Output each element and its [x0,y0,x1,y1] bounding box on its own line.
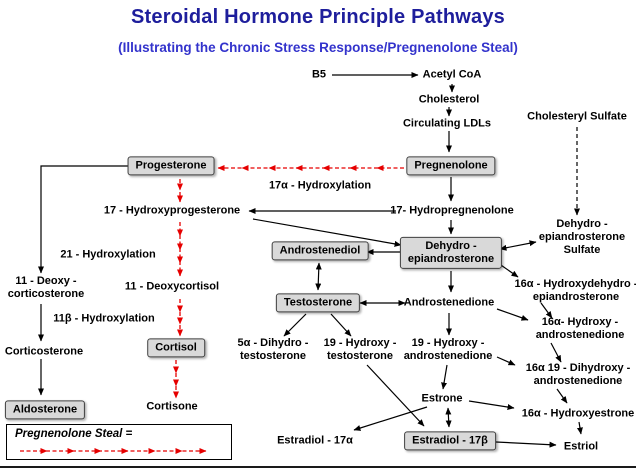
node-acetyl-coa: Acetyl CoA [422,68,482,81]
arrow-19oht-estradiol17b [366,364,425,427]
arrow-testosterone-5adht [283,313,307,337]
node-19-hydroxy-testosterone: 19 - Hydroxy - testosterone [323,336,397,362]
node-cholesterol: Cholesterol [418,93,480,106]
node-estrone: Estrone [421,392,463,405]
legend-label: Pregnenolone Steal = [15,428,133,440]
label-21-hydroxylation: 21 - Hydroxylation [60,248,156,261]
node-testosterone: Testosterone [275,293,361,313]
node-cortisone: Cortisone [146,400,198,413]
node-16a19-dihydroxy-androstenedione: 16α 19 - Dihydroxy - androstenedione [525,361,631,387]
arrow-19oha-16a19dioha [496,356,516,366]
arrow-16aohestrone-estriol [576,421,583,435]
node-corticosterone: Corticosterone [4,345,84,358]
arrow-19oha-estrone [441,364,448,390]
legend-box: Pregnenolone Steal = [6,424,232,460]
node-dehydro-epiandrosterone: Dehydro - epiandrosterone [399,236,503,270]
node-dhea-sulfate: Dehydro - epiandrosterone Sulfate [538,218,626,257]
node-5a-dihydro-testosterone: 5α - Dihydro - testosterone [237,336,309,362]
node-16a-hydroxy-androstenedione: 16α- Hydroxy - androstenedione [535,315,625,341]
arrow-17ohprogesterone-dhea [252,218,402,247]
arrow-estradiol17b-estriol [495,441,557,448]
arrow-androstenedione-16aoha [496,308,529,321]
arrow-estrone-estradiol17b [445,407,452,428]
node-aldosterone: Aldosterone [4,400,86,420]
node-17-hydropregnenolone: 17- Hydropregnenolone [390,204,514,217]
node-b5: B5 [311,68,327,81]
arrow-testosterone-19oht [330,313,352,337]
arrow-16a19dioha-16aohestrone [556,388,568,404]
node-circulating-ldls: Circulating LDLs [402,117,492,130]
label-11b-hydroxylation: 11β - Hydroxylation [53,312,155,325]
node-17-hydroxyprogesterone: 17 - Hydroxyprogesterone [103,204,241,217]
node-11-deoxy-corticosterone: 11 - Deoxy - corticosterone [7,274,85,300]
node-androstenediol: Androstenediol [271,241,369,261]
node-estriol: Estriol [563,440,599,453]
arrow-progesterone-11deoxycorticosterone [38,165,129,274]
node-cortisol: Cortisol [147,338,205,358]
page-subtitle: (Illustrating the Chronic Stress Respons… [118,40,518,55]
arrow-dhea-dheasulfate [499,240,537,251]
arrow-16aohdhea-16aoha [540,302,553,319]
node-11-deoxycortisol: 11 - Deoxycortisol [124,280,220,293]
arrow-estrone-16aohestrone [468,400,515,410]
node-19-hydroxy-androstenedione: 19 - Hydroxy - androstenedione [403,336,493,362]
node-androstenedione: Androstenedione [403,296,495,309]
node-16a-hydroxydehydro-epiandrosterone: 16α - Hydroxydehydro - epiandrosterone [514,277,636,303]
node-16a-hydroxyestrone: 16α - Hydroxyestrone [521,407,635,420]
node-progesterone: Progesterone [127,156,215,176]
arrow-16aoha-16a19dioha [550,342,562,363]
page-title: Steroidal Hormone Principle Pathways [131,6,505,28]
label-17a-hydroxylation: 17α - Hydroxylation [268,179,372,192]
node-estradiol-17b: Estradiol - 17β [404,431,496,451]
node-pregnenolone: Pregnenolone [406,156,496,176]
arrow-androstenediol-testosterone [315,262,322,291]
node-estradiol-17a: Estradiol - 17α [277,434,353,447]
node-cholesteryl-sulfate: Cholesteryl Sulfate [527,110,627,123]
arrow-estrone-estradiol17a [353,406,428,431]
